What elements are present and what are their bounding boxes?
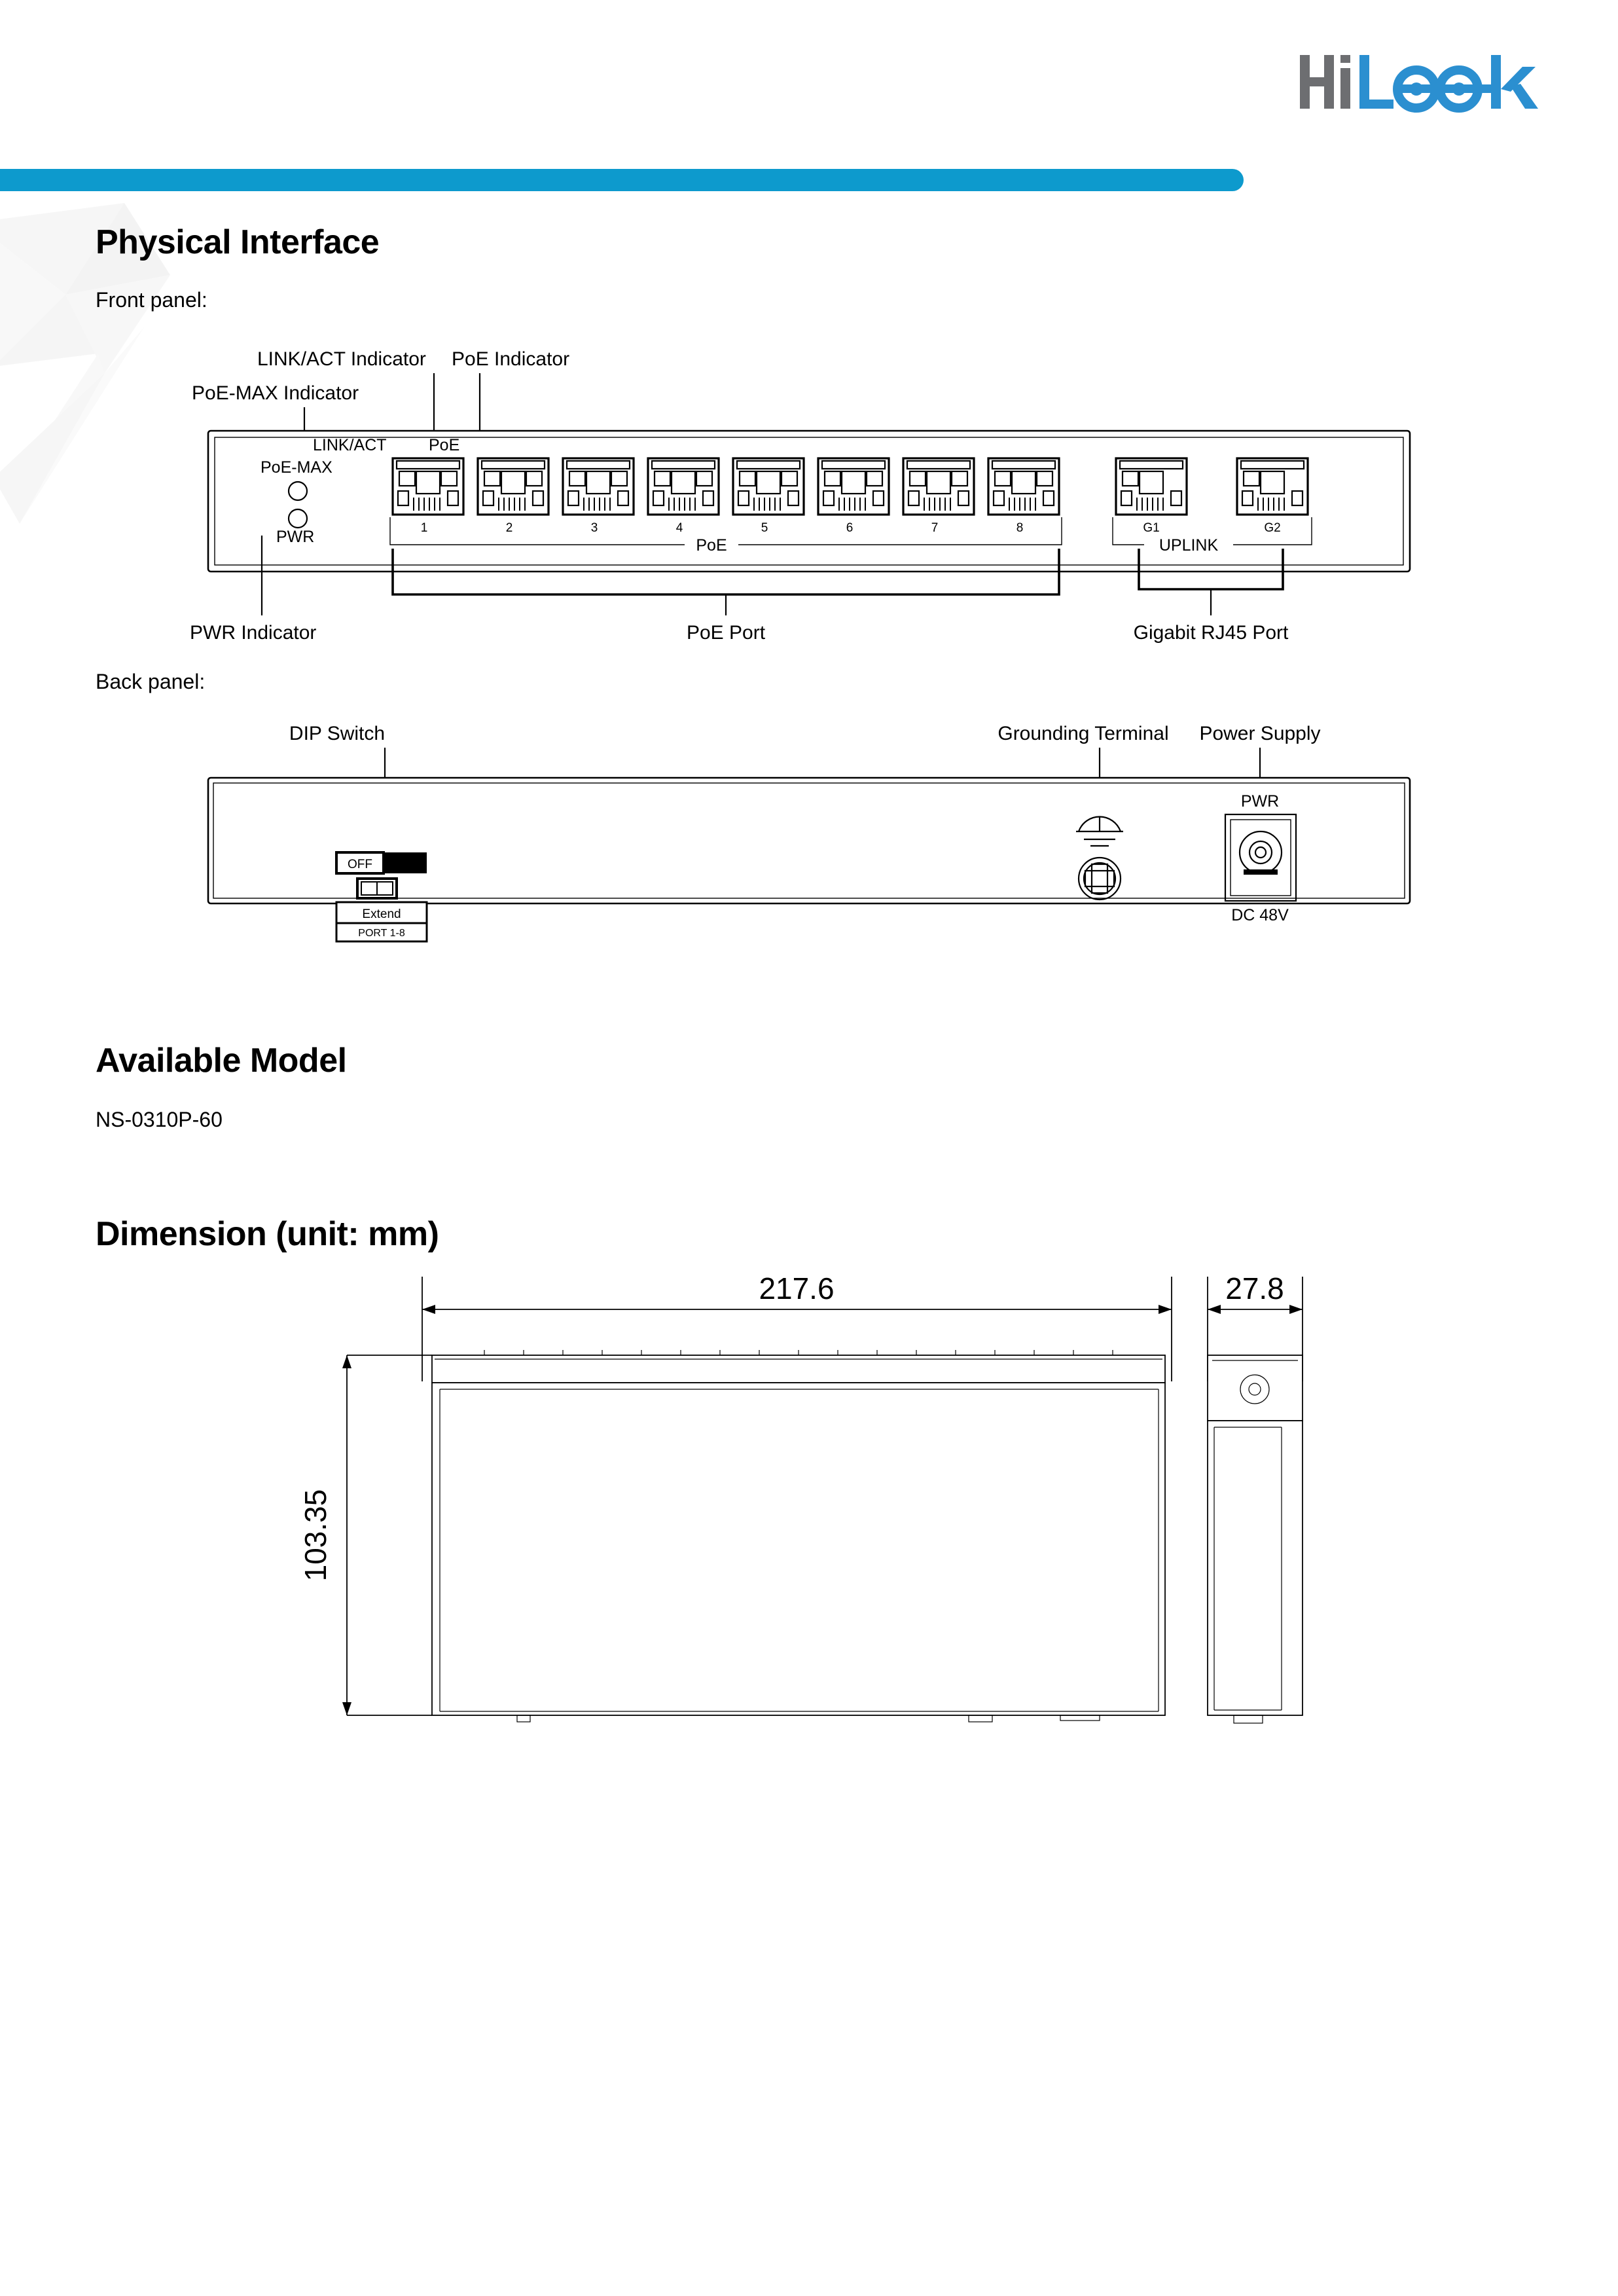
silk-uplink-group: UPLINK	[1159, 536, 1219, 555]
model-number: NS-0310P-60	[96, 1108, 223, 1131]
callout-dip-switch: DIP Switch	[289, 723, 385, 744]
callout-poe-max-indicator: PoE-MAX Indicator	[192, 382, 359, 404]
rj45-port	[476, 457, 550, 516]
dimension-height-value: 103.35	[298, 1489, 333, 1582]
dip-off-label: OFF	[348, 858, 372, 871]
poe-port-group	[391, 457, 1060, 516]
power-supply-jack: PWR DC 48V	[1224, 792, 1297, 924]
rj45-port	[987, 457, 1060, 516]
silk-poe: PoE	[429, 436, 459, 454]
rj45-uplink-port	[1115, 457, 1188, 516]
silk-link-act: LINK/ACT	[313, 436, 387, 454]
callout-pwr-indicator: PWR Indicator	[190, 622, 316, 644]
dimension-diagram: 217.6 27.8 103.35	[0, 1264, 1618, 1807]
callout-poe-indicator: PoE Indicator	[452, 348, 569, 370]
rj45-port	[817, 457, 890, 516]
uplink-port-number: G2	[1264, 521, 1280, 535]
port-number: 8	[1016, 521, 1024, 535]
dip-range-label: PORT 1-8	[358, 928, 405, 939]
port-number: 7	[931, 521, 939, 535]
dimension-depth-value: 27.8	[1225, 1271, 1284, 1305]
port-number: 6	[846, 521, 854, 535]
callout-link-act-indicator: LINK/ACT Indicator	[257, 348, 426, 370]
header-accent-bar	[0, 169, 1244, 191]
callout-grounding-terminal: Grounding Terminal	[998, 723, 1168, 744]
grounding-terminal-icon	[1076, 816, 1123, 901]
dip-on-label: ON	[396, 858, 415, 871]
back-panel-label: Back panel:	[96, 670, 206, 693]
device-side-view	[1207, 1355, 1303, 1724]
dimension-width-value: 217.6	[759, 1271, 834, 1305]
callout-poe-port: PoE Port	[687, 622, 766, 644]
power-top-label: PWR	[1241, 792, 1279, 811]
port-number: 2	[506, 521, 513, 535]
rj45-port	[732, 457, 805, 516]
port-number: 4	[676, 521, 683, 535]
uplink-port-number: G1	[1143, 521, 1159, 535]
silk-poe-group: PoE	[696, 536, 727, 555]
silk-pwr: PWR	[276, 528, 314, 546]
callout-power-supply: Power Supply	[1199, 723, 1320, 744]
port-number: 1	[421, 521, 428, 535]
led-pwr	[287, 508, 308, 529]
front-panel-label: Front panel:	[96, 288, 207, 312]
callout-gigabit-rj45-port: Gigabit RJ45 Port	[1134, 622, 1289, 644]
rj45-port	[902, 457, 975, 516]
silk-poe-max: PoE-MAX	[261, 458, 333, 477]
port-number: 3	[591, 521, 598, 535]
power-bottom-label: DC 48V	[1231, 906, 1289, 924]
hilook-logo	[1297, 46, 1546, 118]
dip-switch-assembly: OFF ON Extend PORT 1-8	[335, 851, 428, 943]
port-number: 5	[761, 521, 768, 535]
rj45-port	[562, 457, 635, 516]
rj45-port	[391, 457, 465, 516]
front-panel-diagram: PoE-MAX Indicator LINK/ACT Indicator PoE…	[0, 327, 1618, 668]
page-title-available-model: Available Model	[96, 1042, 347, 1080]
dip-function-label: Extend	[362, 907, 401, 921]
uplink-port-group	[1115, 457, 1309, 516]
rj45-port	[647, 457, 720, 516]
rj45-uplink-port	[1236, 457, 1309, 516]
page-title-dimension: Dimension (unit: mm)	[96, 1215, 439, 1253]
page-title-physical-interface: Physical Interface	[96, 223, 380, 261]
led-poe-max	[287, 481, 308, 501]
device-top-view	[431, 1350, 1166, 1722]
back-panel-diagram: DIP Switch Grounding Terminal Power Supp…	[0, 707, 1618, 969]
